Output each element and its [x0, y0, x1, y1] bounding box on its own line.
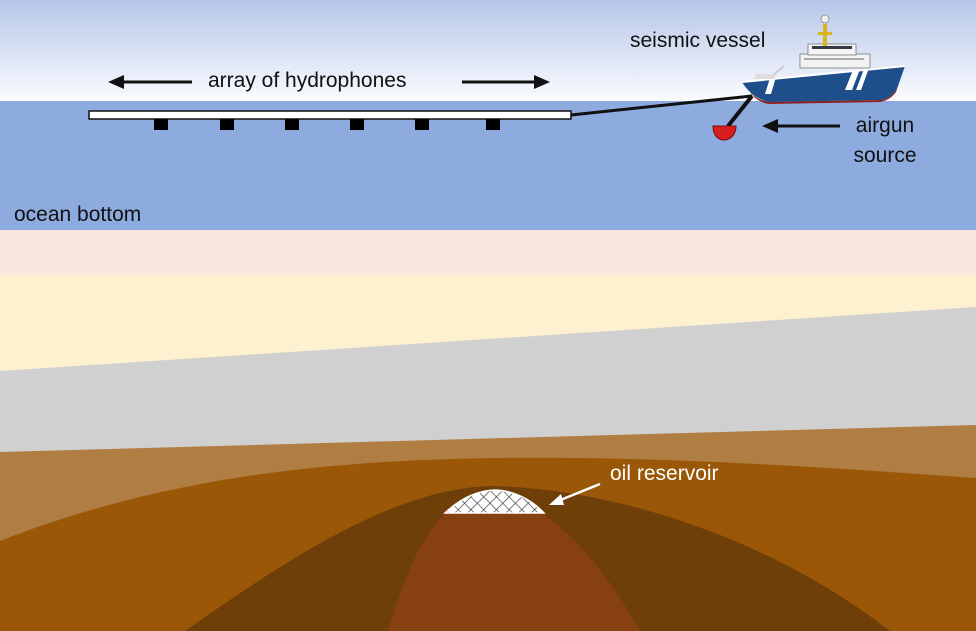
label-seismic-vessel: seismic vessel	[630, 29, 766, 52]
label-airgun-line2: source	[853, 144, 917, 167]
layer-gray	[0, 307, 976, 455]
reservoir-rock-core	[388, 493, 640, 631]
reservoir-pointer-arrow	[549, 482, 601, 505]
label-oil-reservoir: oil reservoir	[610, 462, 719, 485]
array-right-arrow	[462, 75, 550, 89]
hydrophone	[486, 119, 500, 130]
label-airgun-line1: airgun	[855, 114, 915, 137]
layer-pink	[0, 230, 976, 276]
hydrophone	[350, 119, 364, 130]
reservoir-mesh-icon	[443, 489, 546, 514]
airgun-buoy-icon	[712, 125, 737, 141]
streamer-tow-cable	[570, 94, 753, 117]
label-airgun-source: airgun source	[840, 114, 930, 168]
airgun-tow-cable	[726, 94, 754, 128]
airgun-pointer-arrow	[762, 119, 840, 133]
array-left-arrow	[108, 75, 192, 89]
label-ocean-bottom: ocean bottom	[14, 203, 142, 226]
ship-icon	[741, 14, 906, 104]
hydrophone	[154, 119, 168, 130]
hydrophone	[415, 119, 429, 130]
hydrophone	[220, 119, 234, 130]
hydrophone	[285, 119, 299, 130]
label-array-of-hydrophones: array of hydrophones	[208, 69, 407, 92]
